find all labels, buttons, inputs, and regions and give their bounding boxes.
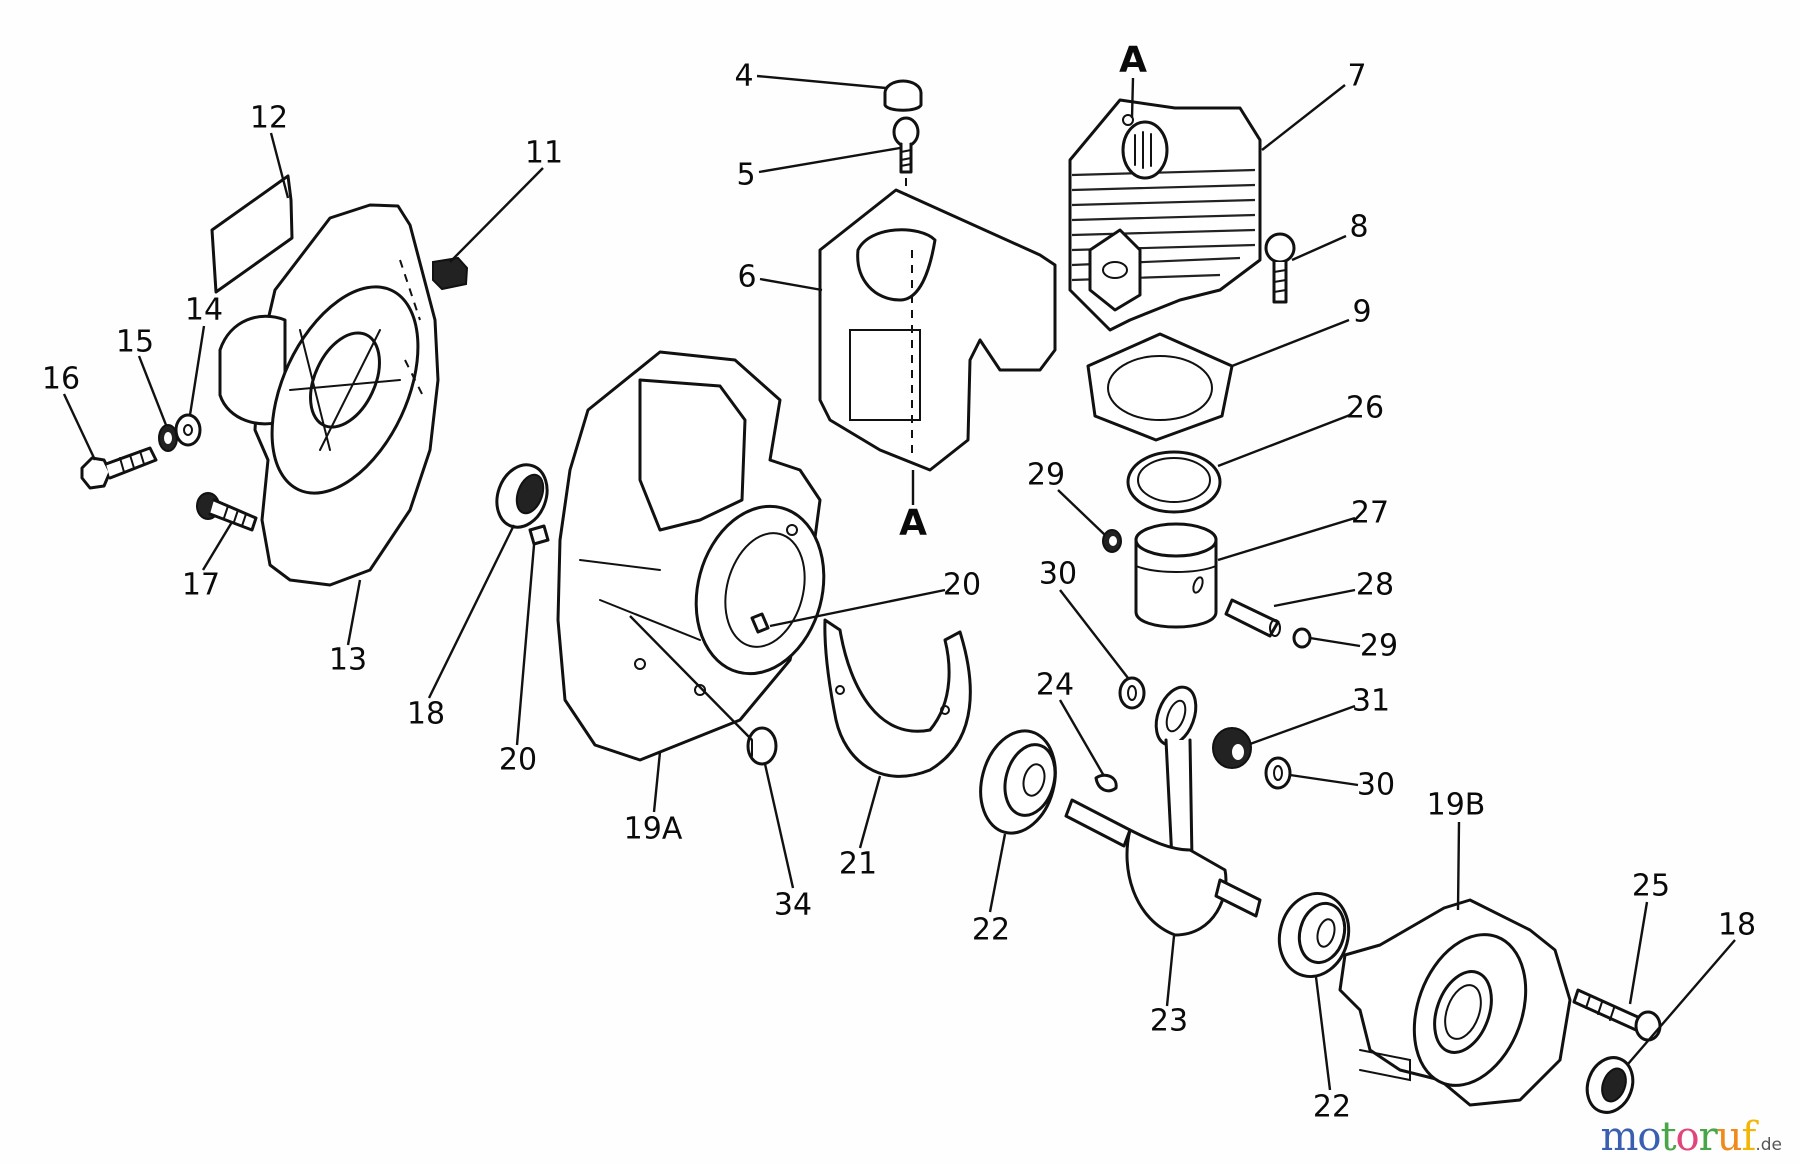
- piston-pin-clip-upper-part: [1102, 529, 1122, 553]
- callout-17: 17: [182, 568, 220, 603]
- piston-part: [1134, 522, 1218, 629]
- watermark-letter: m: [1600, 1114, 1638, 1160]
- oil-seal-left-part: [495, 463, 549, 529]
- callout-5: 5: [736, 158, 755, 193]
- callout-20: 20: [943, 568, 981, 603]
- callout-14: 14: [185, 293, 223, 328]
- crankcase-half-a-part: [556, 350, 826, 762]
- callout-27: 27: [1351, 496, 1389, 531]
- watermark-letter: o: [1637, 1114, 1661, 1160]
- callout-7: 7: [1347, 59, 1366, 94]
- thrust-washer-lower-part: [1264, 756, 1292, 790]
- leader-lines: [62, 74, 1736, 1091]
- callout-23: 23: [1150, 1004, 1188, 1039]
- motoruf-watermark-logo: motoruf.de: [1600, 1114, 1782, 1160]
- callout-12: 12: [250, 101, 288, 136]
- callout-6: 6: [737, 260, 756, 295]
- callout-19a: 19A: [624, 812, 683, 847]
- callout-11: 11: [525, 136, 563, 171]
- piston-pin-clip-lower-part: [1292, 627, 1312, 649]
- callout-24: 24: [1036, 668, 1074, 703]
- cylinder-shroud-part: [818, 188, 1057, 472]
- cylinder-bolt-part: [1264, 232, 1296, 304]
- watermark-wordmark: motoruf: [1600, 1114, 1757, 1160]
- callout-31: 31: [1352, 684, 1390, 719]
- watermark-letter: o: [1675, 1114, 1700, 1160]
- callout-28: 28: [1356, 568, 1394, 603]
- watermark-suffix: .de: [1755, 1135, 1782, 1155]
- crankcase-bolt-part: [1572, 988, 1662, 1042]
- callout-13: 13: [329, 643, 367, 678]
- callout-20: 20: [499, 743, 537, 778]
- callout-18: 18: [407, 697, 445, 732]
- callout-29: 29: [1027, 458, 1065, 493]
- woodruff-key-part: [1094, 773, 1118, 793]
- plug-part: [746, 726, 778, 766]
- flange-bolt-part: [196, 492, 258, 532]
- grommet-part: [432, 256, 469, 291]
- needle-bearing-part: [1212, 727, 1252, 769]
- callout-22: 22: [1313, 1090, 1351, 1125]
- callout-22: 22: [972, 913, 1010, 948]
- label-decal-part: [210, 174, 294, 294]
- callout-30: 30: [1039, 557, 1077, 592]
- oil-seal-right-part: [1585, 1056, 1635, 1114]
- cap-part: [883, 79, 923, 112]
- callout-34: 34: [774, 888, 812, 923]
- section-mark-a-bottom: A: [899, 503, 927, 544]
- callout-18: 18: [1718, 908, 1756, 943]
- watermark-letter: f: [1741, 1114, 1757, 1160]
- callout-30: 30: [1357, 768, 1395, 803]
- dowel-pin-left-part: [528, 524, 550, 546]
- callout-9: 9: [1352, 295, 1371, 330]
- screw-part: [892, 116, 920, 218]
- watermark-letter: t: [1660, 1114, 1676, 1160]
- dowel-pin-mid-part: [750, 612, 770, 634]
- watermark-letter: r: [1698, 1114, 1718, 1160]
- watermark-letter: u: [1716, 1114, 1743, 1160]
- ball-bearing-right-part: [1277, 891, 1351, 979]
- callout-16: 16: [42, 362, 80, 397]
- crankcase-gasket-part: [823, 618, 972, 778]
- callout-19b: 19B: [1427, 788, 1486, 823]
- callout-15: 15: [116, 325, 154, 360]
- section-mark-a-top: A: [1119, 40, 1147, 81]
- crankshaft-connecting-rod-part: [1064, 685, 1262, 937]
- flat-washer-part: [174, 413, 202, 447]
- callout-4: 4: [734, 59, 753, 94]
- lock-washer-part: [158, 424, 178, 452]
- callout-21: 21: [839, 847, 877, 882]
- callout-labels: 12 11 16 15 14 17 13 18 20 4 5 6 7 8 9 2…: [42, 40, 1756, 1125]
- piston-pin-part: [1224, 598, 1281, 638]
- ball-bearing-left-part: [979, 729, 1057, 835]
- thrust-washer-upper-part: [1118, 676, 1146, 710]
- cylinder-gasket-part: [1086, 332, 1234, 442]
- callout-29: 29: [1360, 629, 1398, 664]
- hex-bolt-part: [80, 446, 158, 490]
- crankcase-half-b-part: [1338, 898, 1572, 1107]
- piston-ring-part: [1126, 450, 1222, 514]
- callout-25: 25: [1632, 869, 1670, 904]
- cylinder-part: [1068, 98, 1262, 332]
- callout-26: 26: [1346, 391, 1384, 426]
- fan-housing-part: [218, 203, 440, 587]
- callout-8: 8: [1349, 210, 1368, 245]
